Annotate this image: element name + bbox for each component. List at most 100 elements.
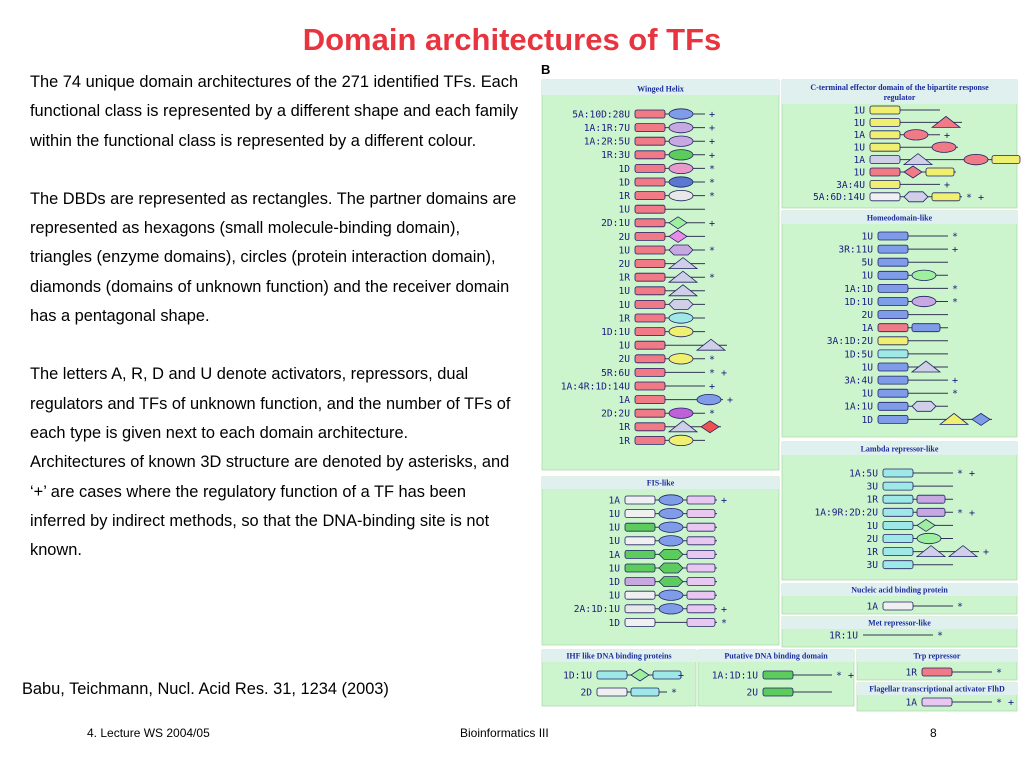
architecture-label: 2U: [618, 259, 630, 270]
partner-domain-triangle: [695, 338, 727, 351]
partner-domain-rect: [931, 192, 961, 202]
partner-domain-diamond: [700, 420, 720, 434]
architecture-label: 1A:5U: [849, 468, 878, 479]
architecture-label: 5U: [861, 258, 873, 269]
dna-binding-domain: [634, 163, 666, 173]
dna-binding-domain: [634, 327, 666, 337]
architecture-label: 1D: [608, 577, 620, 588]
architecture-label: 1A:1R:7U: [584, 123, 630, 134]
architecture-row: 3A:4U+: [836, 180, 950, 191]
partner-domain-rect: [686, 509, 716, 519]
architecture-mark: *: [709, 354, 715, 365]
architecture-row: 1U: [618, 284, 705, 297]
panel-header: [782, 211, 1017, 224]
architecture-label: 2U: [618, 232, 630, 243]
partner-domain-rect: [686, 590, 716, 600]
architecture-row: 1U: [608, 507, 717, 520]
architecture-mark: +: [709, 150, 715, 161]
partner-domain-rect: [911, 323, 941, 333]
slide-title: Domain architectures of TFs: [302, 22, 722, 57]
architecture-row: 1U: [618, 338, 727, 352]
architecture-label: 1A: [608, 550, 620, 561]
footer-page-number: 8: [930, 726, 937, 740]
dna-binding-domain: [877, 349, 909, 359]
architecture-row: 1U: [608, 535, 717, 547]
architecture-row: 1U: [853, 141, 958, 154]
architecture-mark: *: [721, 618, 727, 629]
architecture-row: 5A:10D:28U+: [572, 108, 715, 121]
footer-course: Bioinformatics III: [460, 726, 549, 740]
architecture-label: 1U: [861, 389, 873, 400]
architecture-label: 1U: [608, 523, 620, 534]
architecture-row: 1A:1D:1U* +: [712, 670, 854, 681]
panel-title: Lambda repressor-like: [861, 445, 939, 454]
dna-binding-domain: [624, 522, 656, 532]
architecture-label: 1A:1U: [844, 402, 873, 413]
architecture-label: 2U: [618, 354, 630, 365]
architecture-row: 1U: [608, 589, 717, 602]
partner-domain-triangle: [930, 115, 962, 128]
panel-title: Met repressor-like: [868, 619, 931, 628]
architecture-row: 1A*: [866, 601, 963, 612]
partner-domain-diamond: [668, 216, 688, 230]
paragraph-architectures: The 74 unique domain architectures of th…: [30, 73, 519, 150]
partner-domain-rect: [991, 155, 1021, 165]
panel-flhd: Flagellar transcriptional activator FlhD…: [856, 682, 1018, 712]
architecture-mark: *: [709, 178, 715, 189]
dna-binding-domain: [634, 367, 666, 377]
dna-binding-domain: [634, 422, 666, 432]
panel-winged-helix: Winged Helix5A:10D:28U+1A:1R:7U+1A:2R:5U…: [541, 79, 780, 471]
dna-binding-domain: [869, 142, 901, 152]
architecture-row: 1R: [866, 495, 953, 506]
partner-domain-circle: [668, 434, 694, 446]
architecture-mark: +: [709, 123, 715, 134]
dna-binding-domain: [877, 270, 909, 280]
architecture-row: 1U: [853, 115, 962, 129]
dna-binding-domain: [634, 299, 666, 309]
panel-header: [698, 650, 854, 662]
architecture-label: 1U: [618, 286, 630, 297]
partner-domain-hexagon: [658, 576, 684, 587]
architecture-row: 1U: [861, 360, 948, 373]
panel-header: [542, 650, 696, 662]
architecture-mark: *: [952, 389, 958, 400]
dna-binding-domain: [882, 560, 914, 570]
architecture-label: 1R: [618, 191, 630, 202]
architecture-row: 2U *: [618, 353, 715, 365]
dna-binding-domain: [624, 509, 656, 519]
architecture-label: 1U: [861, 362, 873, 373]
dna-binding-domain: [762, 670, 794, 680]
dna-binding-domain: [877, 283, 909, 293]
architecture-row: 1A:9R:2D:2U* +: [814, 508, 975, 519]
architecture-row: 1D:1U*: [844, 295, 958, 308]
dna-binding-domain: [634, 340, 666, 350]
footer-lecture: 4. Lecture WS 2004/05: [87, 726, 210, 740]
architecture-label: 1A:1D: [844, 284, 873, 295]
partner-domain-triangle: [947, 545, 979, 557]
architecture-mark: +: [983, 547, 989, 558]
partner-domain-circle: [916, 532, 942, 545]
panel-header: [542, 477, 779, 489]
partner-domain-triangle: [902, 153, 934, 166]
architecture-label: 1D: [608, 618, 620, 629]
partner-domain-rect: [686, 618, 716, 627]
architecture-label: 1A: [866, 601, 878, 612]
architecture-mark: *: [671, 688, 677, 699]
architecture-row: 1D*: [618, 162, 715, 175]
architecture-mark: +: [721, 604, 727, 615]
dna-binding-domain: [869, 130, 901, 140]
partner-domain-rect: [916, 507, 946, 517]
partner-domain-triangle: [667, 284, 699, 297]
partner-domain-triangle: [938, 412, 970, 425]
partner-domain-triangle: [667, 420, 699, 433]
dna-binding-domain: [624, 577, 656, 586]
architecture-row: 1D *: [608, 618, 727, 629]
architecture-mark: +: [727, 395, 733, 406]
architecture-mark: +: [709, 382, 715, 393]
partner-domain-circle: [668, 407, 694, 419]
architecture-label: 2U: [866, 534, 878, 545]
architecture-label: 1U: [866, 521, 878, 532]
architecture-label: 1D:1U: [601, 327, 630, 338]
architecture-mark: *: [709, 273, 715, 284]
